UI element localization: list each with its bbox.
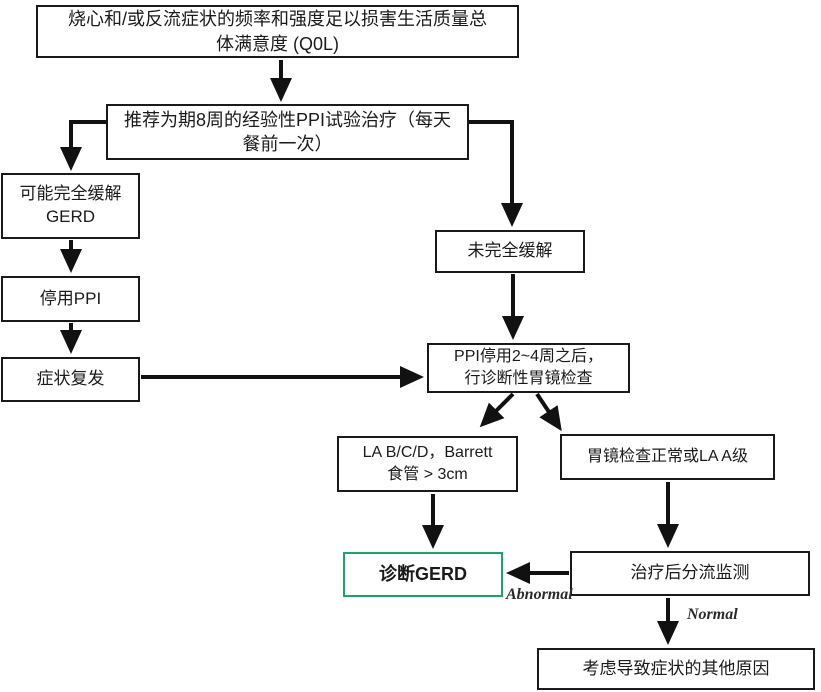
node-possible-remission: 可能完全缓解 GERD (1, 173, 140, 239)
arrow-trial-to-notrelieved (469, 120, 523, 227)
node-ppi-trial: 推荐为期8周的经验性PPI试验治疗（每天 餐前一次） (106, 104, 469, 160)
arrow-endoscopy-to-labcd (479, 392, 515, 428)
node-post-treatment-monitoring: 治疗后分流监测 (570, 551, 810, 596)
node-diagnose-gerd: 诊断GERD (343, 552, 503, 597)
node-diagnostic-endoscopy: PPI停用2~4周之后， 行诊断性胃镜检查 (427, 343, 630, 393)
node-other-causes: 考虑导致症状的其他原因 (537, 648, 815, 690)
arrow-trial-to-remission (60, 120, 106, 171)
arrow-endoscopy-to-normendo (535, 392, 562, 432)
node-stop-ppi: 停用PPI (1, 276, 140, 322)
edge-label-normal: Normal (687, 606, 738, 623)
node-not-fully-relieved: 未完全缓解 (435, 230, 585, 273)
edge-label-abnormal: Abnormal (506, 586, 573, 603)
node-qol-symptoms: 烧心和/或反流症状的频率和强度足以损害生活质量总 体满意度 (Q0L) (36, 5, 519, 58)
node-la-bcd-barrett: LA B/C/D，Barrett 食管 > 3cm (337, 436, 518, 492)
node-normal-endoscopy-la-a: 胃镜检查正常或LA A级 (560, 434, 775, 480)
node-symptom-relapse: 症状复发 (1, 357, 140, 402)
